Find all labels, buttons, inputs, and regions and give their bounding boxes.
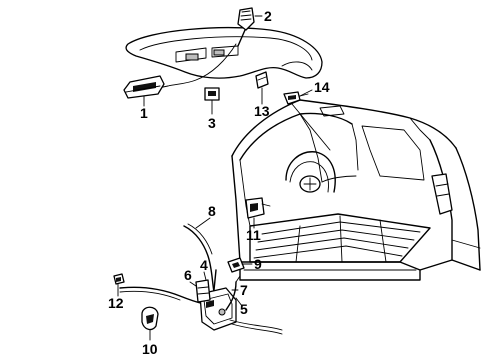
callout-6: 6: [184, 267, 192, 283]
callout-14: 14: [314, 79, 330, 95]
liftgate-trim-panel: [125, 27, 323, 79]
washer-nozzle: [237, 7, 255, 47]
reservoir-hose: [119, 286, 205, 305]
callout-9: 9: [254, 256, 262, 272]
callout-3: 3: [208, 115, 216, 131]
lower-harness: [229, 319, 283, 331]
callout-4: 4: [200, 257, 208, 273]
liftgate-handle: [123, 75, 165, 99]
callout-10: 10: [142, 341, 158, 357]
hose-fitting: [113, 273, 125, 291]
liftgate-latch: [245, 197, 271, 219]
pump-wire: [213, 269, 217, 291]
liftgate-switch: [204, 87, 220, 101]
leader-lines: [117, 15, 313, 341]
callout-12: 12: [108, 295, 124, 311]
vehicle-rear-body: [231, 99, 481, 281]
callout-2: 2: [264, 8, 272, 24]
callout-13: 13: [254, 103, 270, 119]
callout-11: 11: [246, 227, 261, 243]
washer-pump: [195, 279, 211, 303]
callout-1: 1: [140, 105, 148, 121]
callout-8: 8: [208, 203, 216, 219]
washer-hose: [183, 225, 215, 293]
callout-7: 7: [240, 282, 248, 298]
filler-cap: [141, 306, 159, 331]
callout-5: 5: [240, 301, 248, 317]
trim-clip: [255, 71, 269, 89]
grommet: [227, 257, 245, 273]
liftgate-wire: [167, 43, 237, 87]
